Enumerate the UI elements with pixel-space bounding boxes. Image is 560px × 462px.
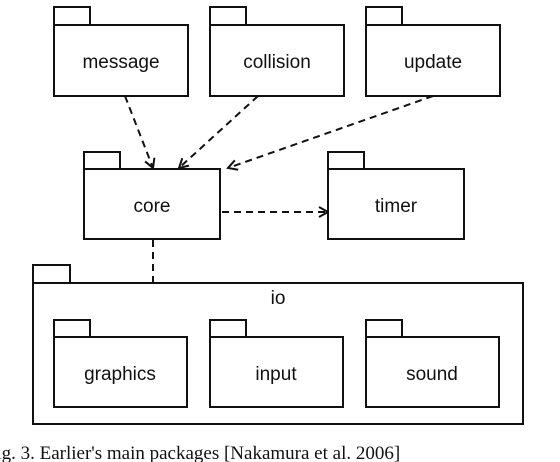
figure-caption: fig. 3. Earlier's main packages [Nakamur… [0,443,560,462]
label-graphics: graphics [84,364,156,385]
package-core [83,151,221,240]
label-timer: timer [375,196,418,217]
package-input [209,319,344,408]
package-graphics [53,319,188,408]
dependency-update-core [228,95,434,168]
label-collision: collision [243,52,311,73]
package-sound [365,319,500,408]
label-io: io [271,288,286,309]
package-update [365,6,501,97]
package-collision [209,6,345,97]
label-core: core [134,196,171,217]
package-timer [327,151,465,240]
label-update: update [404,52,462,73]
label-input: input [255,364,297,385]
label-message: message [82,52,159,73]
label-sound: sound [406,364,458,385]
dependency-message-core [124,95,153,168]
figure-caption-text: fig. 3. Earlier's main packages [Nakamur… [0,443,401,462]
package-message [53,6,189,97]
package-diagram: message collision update core timer io g… [32,6,524,425]
dependency-collision-core [179,95,259,168]
